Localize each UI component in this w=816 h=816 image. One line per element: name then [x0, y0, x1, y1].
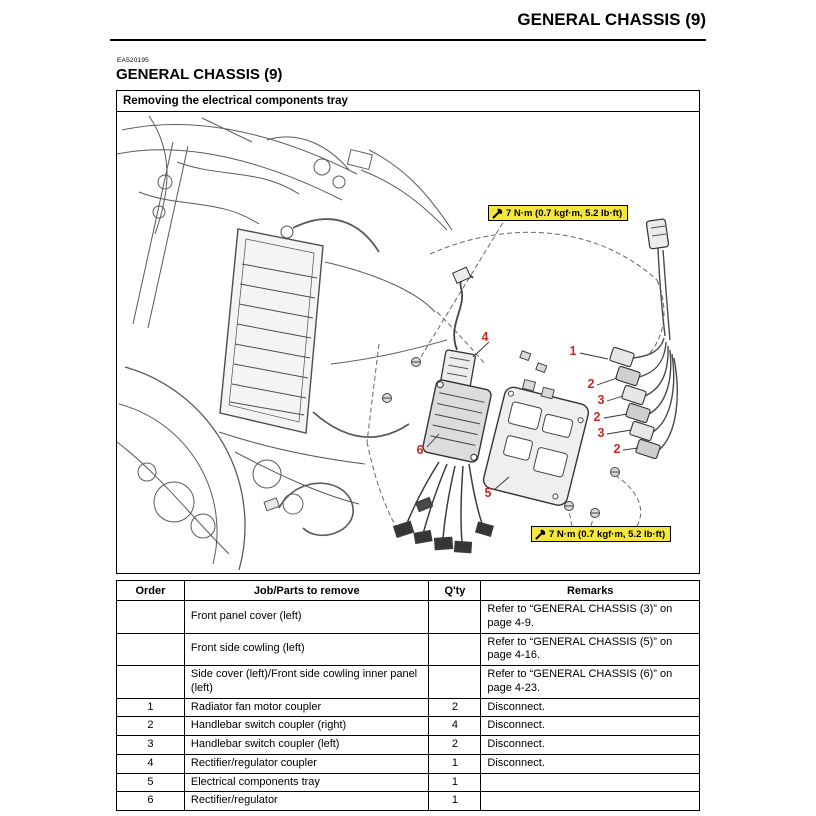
cell-remarks	[480, 791, 700, 811]
cell-qty: 1	[428, 791, 482, 811]
cell-order: 1	[116, 697, 185, 718]
torque-callout: 7 N·m (0.7 kgf·m, 5.2 lb·ft)	[488, 205, 629, 221]
cell-job: Rectifier/regulator	[183, 791, 430, 811]
table-row: Front panel cover (left) Refer to “GENER…	[116, 600, 700, 634]
cell-remarks: Refer to “GENERAL CHASSIS (6)” on page 4…	[480, 665, 700, 699]
cell-job: Front side cowling (left)	[183, 632, 430, 666]
table-row: 5 Electrical components tray 1	[116, 772, 700, 793]
cell-order	[116, 632, 185, 666]
cell-remarks: Disconnect.	[480, 735, 700, 755]
rectifier-regulator-art	[422, 379, 492, 463]
col-header-remarks: Remarks	[480, 580, 700, 601]
table-row: 6 Rectifier/regulator 1	[116, 791, 700, 811]
bolt-icon	[590, 508, 600, 518]
cell-qty	[428, 665, 482, 699]
callout-leader-lines	[426, 341, 639, 491]
figure-canvas: 7 N·m (0.7 kgf·m, 5.2 lb·ft) 7 N·m (0.7 …	[117, 112, 699, 573]
parts-table-header-row: Order Job/Parts to remove Q'ty Remarks	[116, 580, 700, 601]
cell-remarks	[480, 772, 700, 793]
table-row: 3 Handlebar switch coupler (left) 2 Disc…	[116, 735, 700, 755]
clip-art	[519, 350, 548, 374]
cell-order	[116, 600, 185, 634]
bolt-icons	[382, 357, 620, 518]
exploded-diagram	[117, 115, 678, 571]
cell-remarks: Disconnect.	[480, 716, 700, 736]
table-row: 1 Radiator fan motor coupler 2 Disconnec…	[116, 697, 700, 718]
wire-harness-art	[392, 461, 494, 554]
table-row: Side cover (left)/Front side cowling inn…	[116, 665, 700, 699]
cell-order: 3	[116, 735, 185, 755]
cell-job: Handlebar switch coupler (left)	[183, 735, 430, 755]
bolt-icon	[564, 501, 574, 511]
header-rule	[110, 39, 706, 41]
col-header-order: Order	[116, 580, 185, 601]
cell-order: 4	[116, 753, 185, 774]
coupler-stack-art	[609, 218, 678, 460]
cell-qty	[428, 632, 482, 666]
figure-caption: Removing the electrical components tray	[117, 91, 699, 112]
page-header-title: GENERAL CHASSIS (9)	[517, 10, 706, 29]
table-row: Front side cowling (left) Refer to “GENE…	[116, 632, 700, 666]
cell-job: Front panel cover (left)	[183, 600, 430, 634]
bolt-icon	[610, 467, 620, 477]
cell-qty: 2	[428, 697, 482, 718]
cell-job: Side cover (left)/Front side cowling inn…	[183, 665, 430, 699]
cell-remarks: Refer to “GENERAL CHASSIS (5)” on page 4…	[480, 632, 700, 666]
cell-remarks: Disconnect.	[480, 697, 700, 718]
torque-label: 7 N·m (0.7 kgf·m, 5.2 lb·ft)	[549, 528, 666, 540]
cell-job: Handlebar switch coupler (right)	[183, 716, 430, 736]
cell-order: 6	[116, 791, 185, 811]
coupler-4-art	[440, 266, 476, 389]
torque-wrench-icon	[492, 208, 503, 219]
cell-qty: 1	[428, 753, 482, 774]
col-header-qty: Q'ty	[428, 580, 482, 601]
cell-qty: 4	[428, 716, 482, 736]
cell-order: 2	[116, 716, 185, 736]
motorcycle-line-art	[117, 115, 453, 571]
torque-callout: 7 N·m (0.7 kgf·m, 5.2 lb·ft)	[531, 526, 672, 542]
section-title: GENERAL CHASSIS (9)	[116, 66, 283, 83]
cell-order: 5	[116, 772, 185, 793]
col-header-job: Job/Parts to remove	[183, 580, 430, 601]
cell-order	[116, 665, 185, 699]
cell-job: Electrical components tray	[183, 772, 430, 793]
page-header: GENERAL CHASSIS (9)	[110, 10, 706, 30]
parts-table-body: Front panel cover (left) Refer to “GENER…	[116, 600, 700, 811]
cell-qty: 1	[428, 772, 482, 793]
torque-label: 7 N·m (0.7 kgf·m, 5.2 lb·ft)	[506, 207, 623, 219]
parts-table: Order Job/Parts to remove Q'ty Remarks F…	[116, 580, 700, 811]
cell-qty	[428, 600, 482, 634]
bolt-icon	[382, 393, 392, 403]
cell-qty: 2	[428, 735, 482, 755]
cell-remarks: Disconnect.	[480, 753, 700, 774]
cell-job: Radiator fan motor coupler	[183, 697, 430, 718]
table-row: 2 Handlebar switch coupler (right) 4 Dis…	[116, 716, 700, 736]
cell-remarks: Refer to “GENERAL CHASSIS (3)” on page 4…	[480, 600, 700, 634]
torque-wrench-icon	[535, 529, 546, 540]
table-row: 4 Rectifier/regulator coupler 1 Disconne…	[116, 753, 700, 774]
components-tray-art	[482, 378, 590, 506]
figure-box: Removing the electrical components tray	[116, 90, 700, 574]
radiator-art	[219, 225, 324, 434]
cell-job: Rectifier/regulator coupler	[183, 753, 430, 774]
section-code: EA520195	[117, 57, 149, 64]
bolt-icon	[411, 357, 421, 367]
